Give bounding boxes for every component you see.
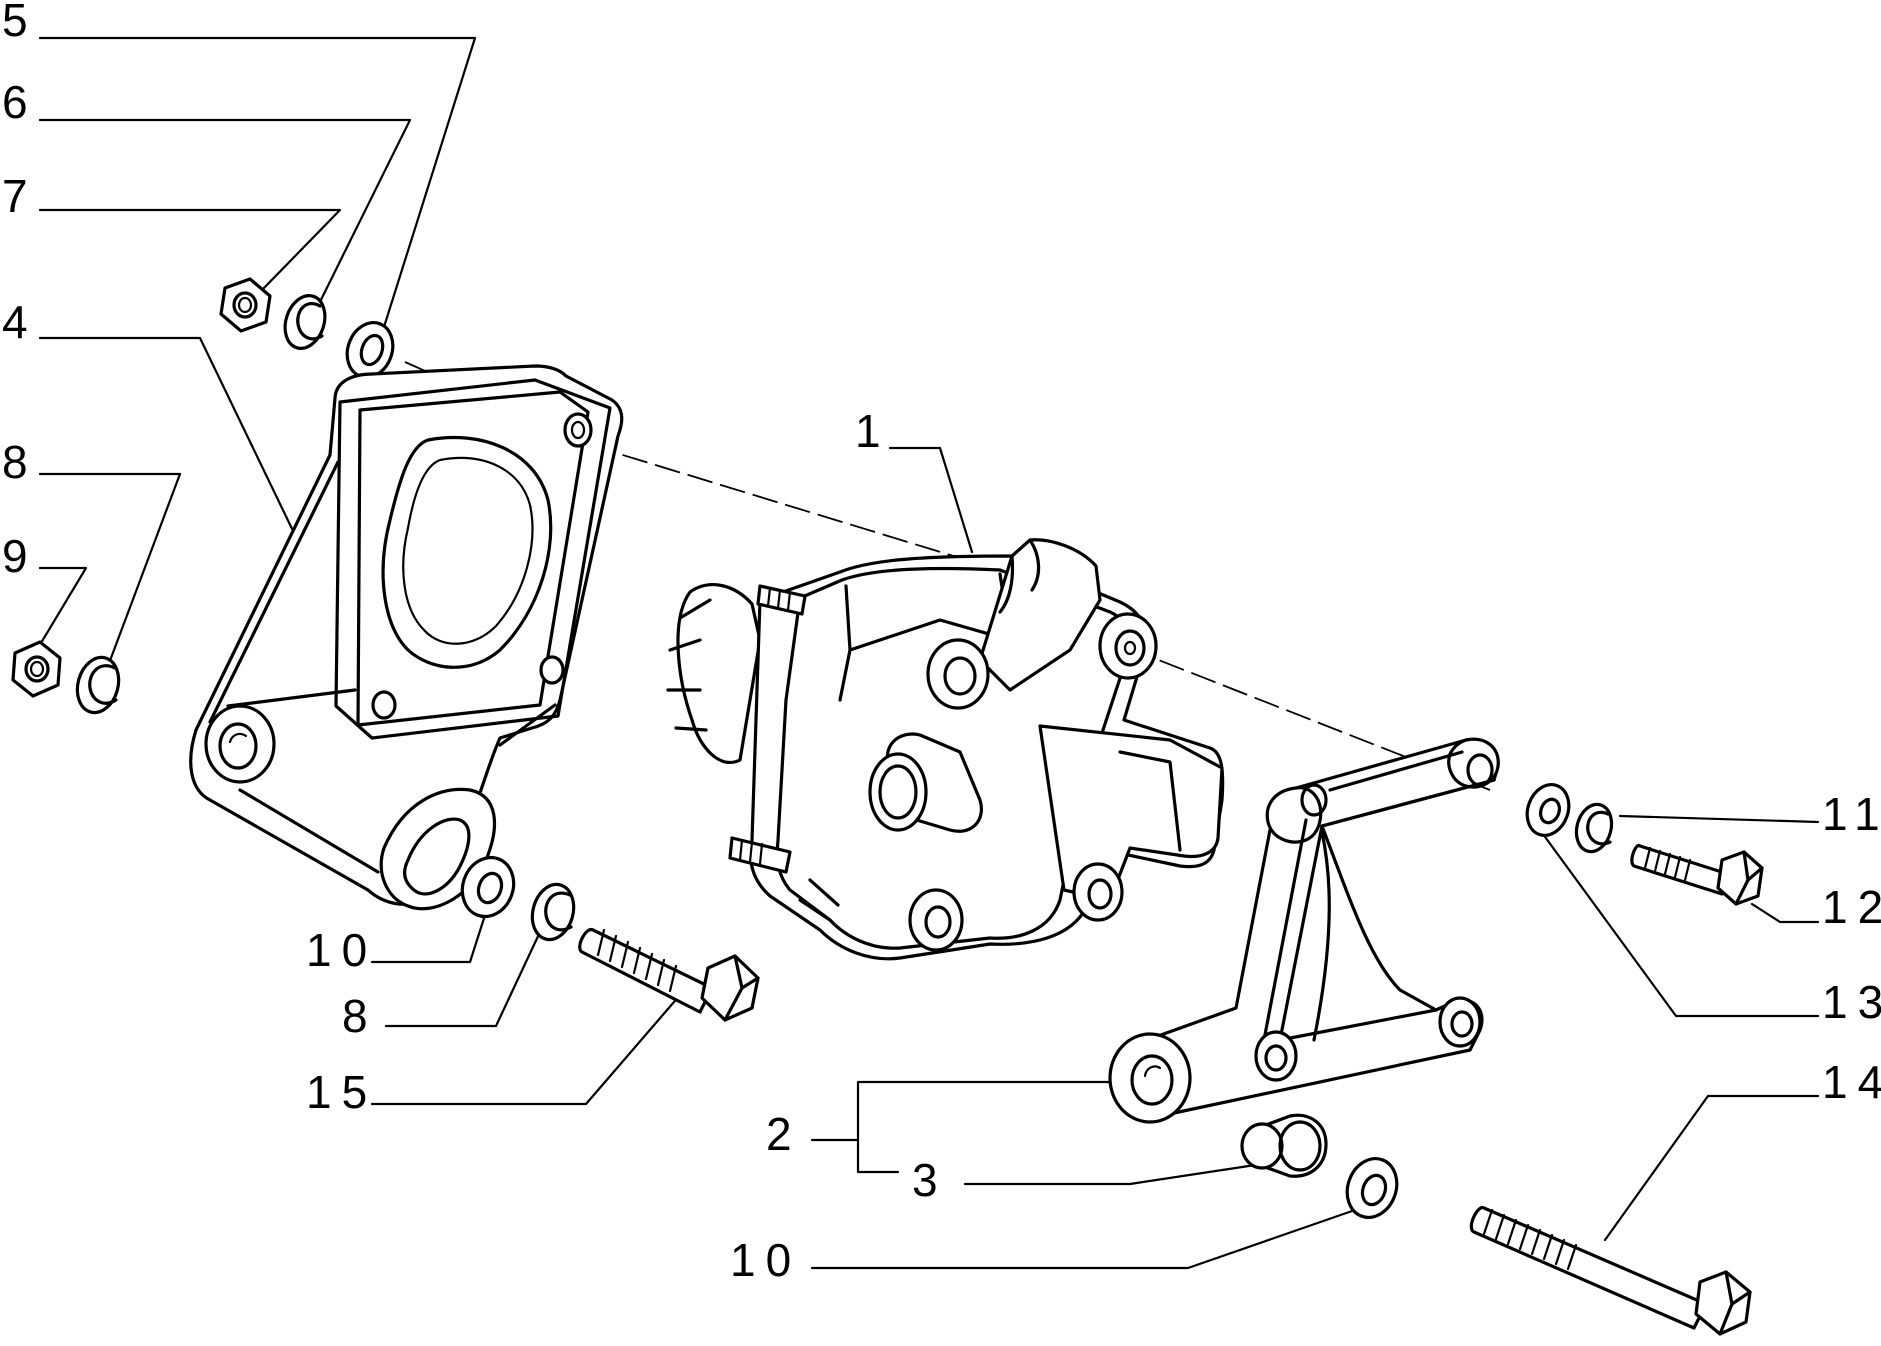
bolt-15 <box>578 928 760 1022</box>
callout-4: 4 <box>2 296 38 348</box>
hex-nut-9 <box>11 640 62 698</box>
callout-6: 6 <box>2 76 38 128</box>
callout-9: 9 <box>2 530 38 582</box>
callout-1: 1 <box>855 405 891 457</box>
bolt-14 <box>1469 1206 1752 1336</box>
power-steering-pump-1 <box>666 538 1225 961</box>
callout-15: 15 <box>306 1066 377 1118</box>
bushing-3 <box>1240 1113 1328 1178</box>
callout-8-lower: 8 <box>342 990 378 1042</box>
callout-12: 12 <box>1822 881 1881 933</box>
callout-3: 3 <box>912 1154 948 1206</box>
callout-8-upper: 8 <box>2 436 38 488</box>
spring-washer-8-upper <box>75 655 121 715</box>
mounting-bracket-4 <box>189 364 624 911</box>
lower-bracket-2 <box>1108 737 1500 1124</box>
flat-washer-10-left <box>460 855 516 919</box>
callout-11: 11 <box>1822 788 1881 840</box>
flat-washer-13 <box>1525 783 1571 837</box>
callout-13: 13 <box>1822 976 1881 1028</box>
callout-10-left: 10 <box>306 924 377 976</box>
leader-lines <box>36 36 1820 1270</box>
callout-7: 7 <box>2 170 38 222</box>
spring-washer-6 <box>283 294 327 350</box>
spring-washer-11 <box>1574 802 1614 854</box>
callout-2: 2 <box>766 1108 802 1160</box>
flat-washer-5 <box>345 321 395 379</box>
callout-14: 14 <box>1822 1056 1881 1108</box>
bolt-12 <box>1630 843 1764 906</box>
spring-washer-8-lower <box>530 882 576 942</box>
hex-nut-7 <box>219 277 272 333</box>
callout-10-bottom: 10 <box>730 1234 801 1286</box>
flat-washer-10-bottom <box>1345 1157 1399 1219</box>
callout-5: 5 <box>2 0 38 46</box>
